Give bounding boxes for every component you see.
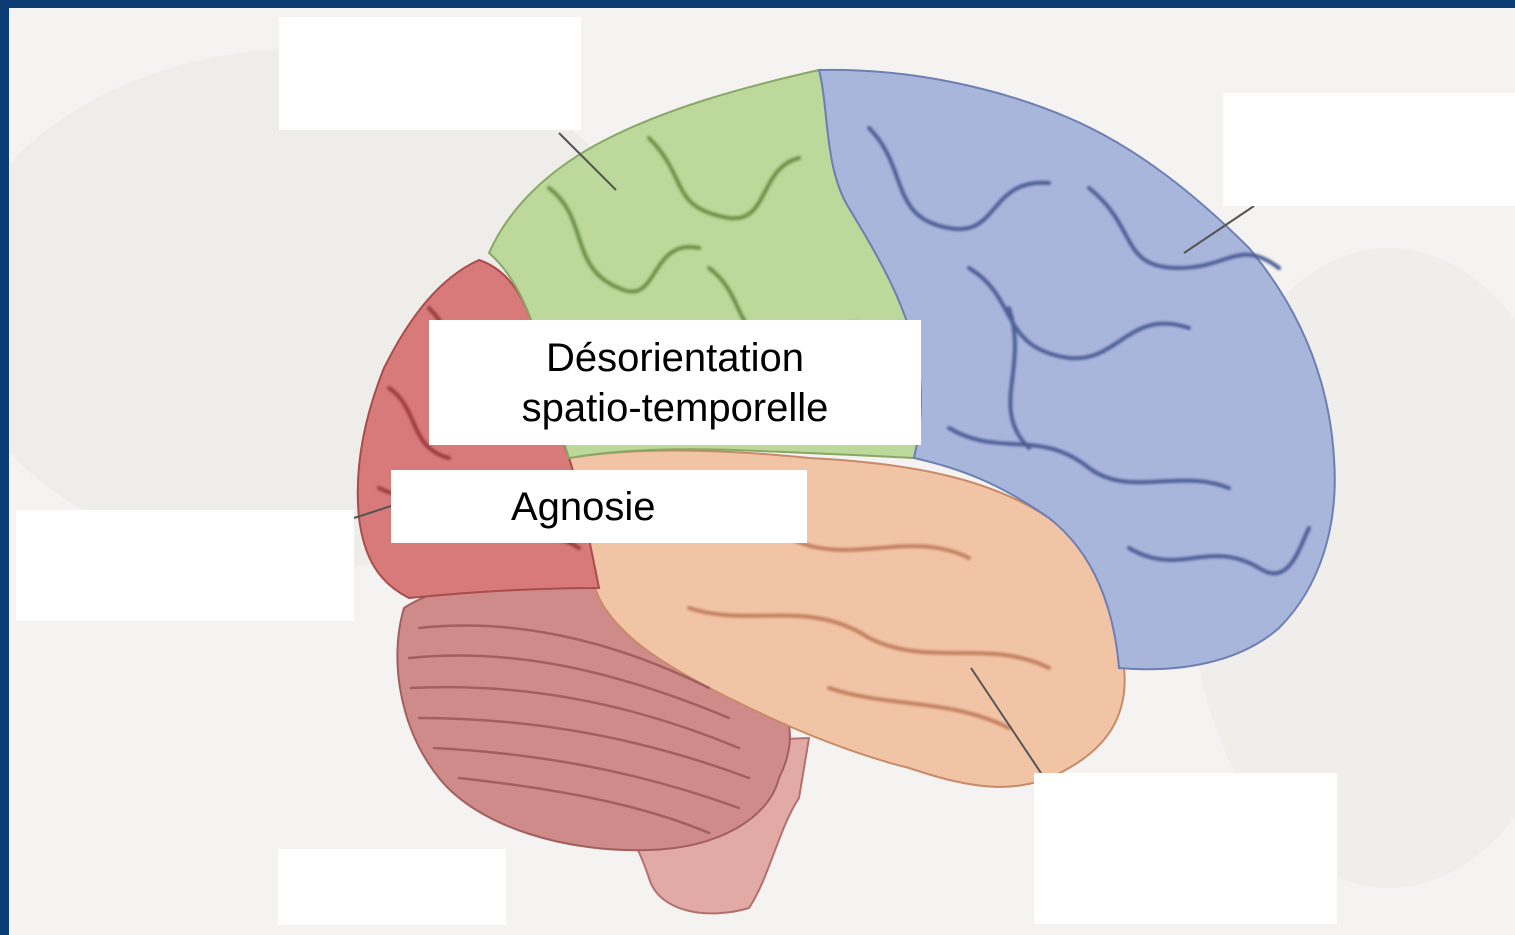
- label-box-top-left: [279, 17, 581, 130]
- diagram-canvas: Désorientation spatio-temporelle Agnosie: [9, 8, 1515, 935]
- label-text-agnosie: Agnosie: [511, 482, 656, 532]
- label-box-top-right: [1223, 93, 1515, 206]
- label-box-bottom-right: [1034, 773, 1337, 924]
- label-box-desorientation: Désorientation spatio-temporelle: [429, 320, 921, 445]
- label-text-desorientation: Désorientation spatio-temporelle: [522, 333, 829, 433]
- label-box-left: [16, 510, 354, 621]
- label-box-bottom-left: [278, 849, 506, 925]
- label-box-agnosie: Agnosie: [391, 470, 807, 543]
